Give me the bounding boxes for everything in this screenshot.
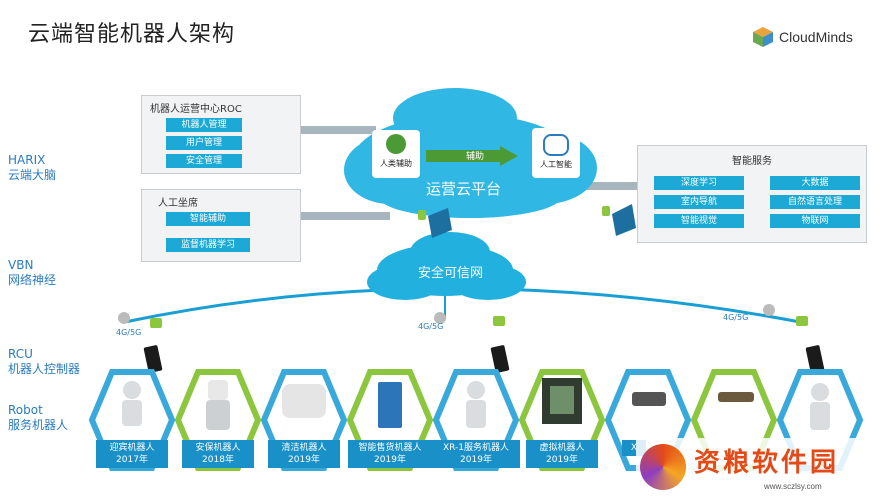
headset-icon	[386, 134, 406, 154]
roc-item: 用户管理	[166, 136, 242, 150]
services-title: 智能服务	[732, 156, 772, 167]
watermark-logo-icon	[640, 444, 686, 490]
link-label: 4G/5G	[723, 313, 749, 322]
service-item: 室内导航	[654, 195, 744, 209]
service-item: 智能视觉	[654, 214, 744, 228]
brain-icon	[543, 134, 569, 156]
firewall-icon	[418, 208, 452, 238]
ai-label: 人工智能	[540, 160, 572, 169]
page-title: 云端智能机器人架构	[28, 22, 236, 47]
brand-name: CloudMinds	[779, 29, 853, 45]
agent-item: 监督机器学习	[166, 238, 250, 252]
human-assist-box: 人类辅助	[372, 130, 420, 178]
lock-icon	[150, 316, 808, 328]
service-item: 自然语言处理	[770, 195, 860, 209]
platform-name: 运营云平台	[426, 180, 502, 198]
rcu-phone-icon	[143, 345, 825, 373]
roc-item: 安全管理	[166, 154, 242, 168]
services-connector	[560, 182, 638, 190]
cube-icon	[753, 27, 773, 47]
link-label: 4G/5G	[116, 328, 142, 337]
assist-arrow: 辅助	[426, 146, 518, 166]
agent-title: 人工坐席	[158, 198, 198, 209]
assist-arrow-label: 辅助	[466, 152, 485, 162]
service-item: 大数据	[770, 176, 860, 190]
roc-item: 机器人管理	[166, 118, 242, 132]
cloudminds-logo: CloudMinds	[752, 26, 853, 48]
firewall-icon	[602, 204, 636, 236]
secure-network-cloud	[367, 232, 526, 300]
service-item: 深度学习	[654, 176, 744, 190]
robot-illustration	[122, 378, 830, 430]
roc-title: 机器人运营中心ROC	[150, 104, 242, 115]
ai-box: 人工智能	[532, 128, 580, 178]
signal-icon	[118, 304, 775, 324]
watermark-text: 资粮软件园	[694, 448, 840, 478]
human-assist-label: 人类辅助	[380, 159, 412, 168]
agent-panel: 人工坐席 智能辅助 监督机器学习	[141, 189, 301, 262]
agent-connector	[300, 212, 390, 220]
arrow-right-icon	[426, 146, 518, 166]
link-label: 4G/5G	[418, 322, 444, 331]
roc-panel: 机器人运营中心ROC 机器人管理 用户管理 安全管理	[141, 95, 301, 174]
network-name: 安全可信网	[418, 266, 484, 281]
watermark-url: www.sczlsy.com	[764, 482, 822, 491]
roc-connector	[300, 126, 376, 134]
service-item: 物联网	[770, 214, 860, 228]
services-panel: 智能服务 深度学习 大数据 室内导航 自然语言处理 智能视觉 物联网	[637, 145, 867, 243]
agent-item: 智能辅助	[166, 212, 250, 226]
watermark: 资粮软件园 www.sczlsy.com	[636, 438, 888, 500]
